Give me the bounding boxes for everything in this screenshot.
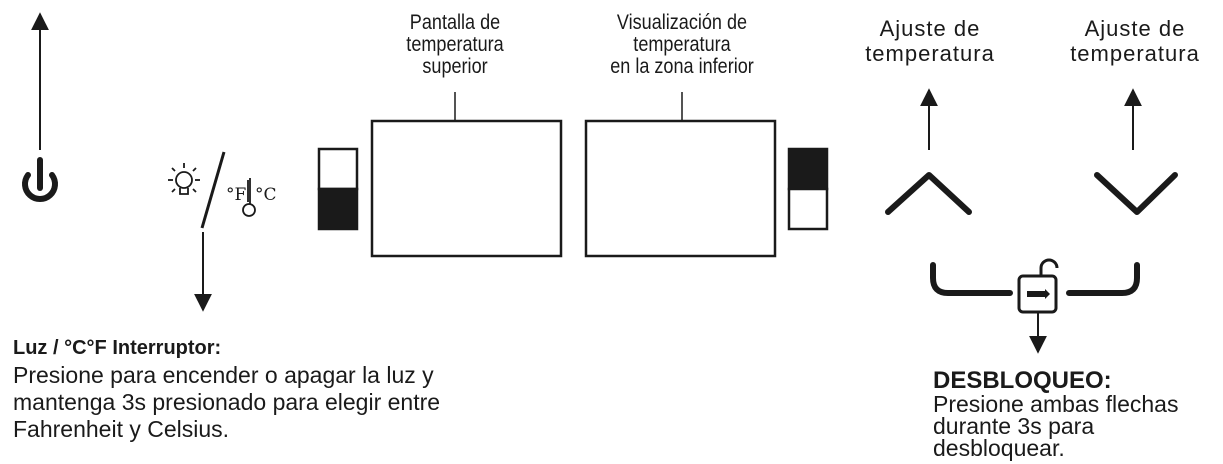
zone-indicator-icon-lower xyxy=(787,147,829,231)
unlock-line3: desbloquear. xyxy=(933,435,1065,461)
light-switch-line3: Fahrenheit y Celsius. xyxy=(13,416,230,442)
unlock-bracket-left xyxy=(930,262,1013,296)
down-arrow-icon[interactable] xyxy=(1094,172,1178,215)
lower-display-label-line2: temperatura xyxy=(633,33,731,56)
upper-display-label: Pantalla de temperatura superior xyxy=(378,12,533,78)
upper-temperature-display xyxy=(370,119,563,258)
zone-indicator-icon xyxy=(317,147,359,231)
thermometer-icon xyxy=(242,178,256,217)
power-icon[interactable] xyxy=(22,157,58,202)
temp-down-label-line1: Ajuste de xyxy=(1084,16,1186,41)
upper-display-label-line1: Pantalla de xyxy=(409,11,501,34)
upper-display-label-line3: superior xyxy=(422,55,488,78)
light-switch-description: Luz / °C°F Interruptor: Presione para en… xyxy=(13,337,440,443)
light-switch-title: Luz / °C°F Interruptor: xyxy=(13,337,222,359)
temp-up-label: Ajuste de temperatura xyxy=(845,16,1015,66)
unlock-icon xyxy=(1017,258,1059,314)
light-switch-line2: mantenga 3s presionado para elegir entre xyxy=(13,389,441,415)
celsius-symbol: °C xyxy=(255,185,277,205)
unlock-line1: Presione ambas flechas xyxy=(933,391,1179,417)
temp-down-label-line2: temperatura xyxy=(1070,41,1200,66)
temp-down-label: Ajuste de temperatura xyxy=(1050,16,1220,66)
lower-temperature-display xyxy=(584,119,777,258)
light-switch-line1: Presione para encender o apagar la luz y xyxy=(13,362,434,388)
temp-up-label-line2: temperatura xyxy=(865,41,995,66)
upper-display-label-line2: temperatura xyxy=(406,33,504,56)
lower-display-label-line3: en la zona inferior xyxy=(610,55,754,78)
unlock-bracket-right xyxy=(1066,262,1140,296)
light-bulb-icon[interactable] xyxy=(168,163,200,195)
unlock-title: DESBLOQUEO: xyxy=(933,367,1112,394)
unlock-description: DESBLOQUEO: Presione ambas flechas duran… xyxy=(933,367,1179,461)
lower-display-label: Visualización de temperatura en la zona … xyxy=(587,12,776,78)
up-arrow-icon[interactable] xyxy=(885,172,972,215)
temp-up-label-line1: Ajuste de xyxy=(879,16,981,41)
light-switch-divider xyxy=(200,151,226,229)
unlock-line2: durante 3s para xyxy=(933,413,1095,439)
lower-display-label-line1: Visualización de xyxy=(616,11,748,34)
fahrenheit-symbol: °F xyxy=(226,185,247,205)
